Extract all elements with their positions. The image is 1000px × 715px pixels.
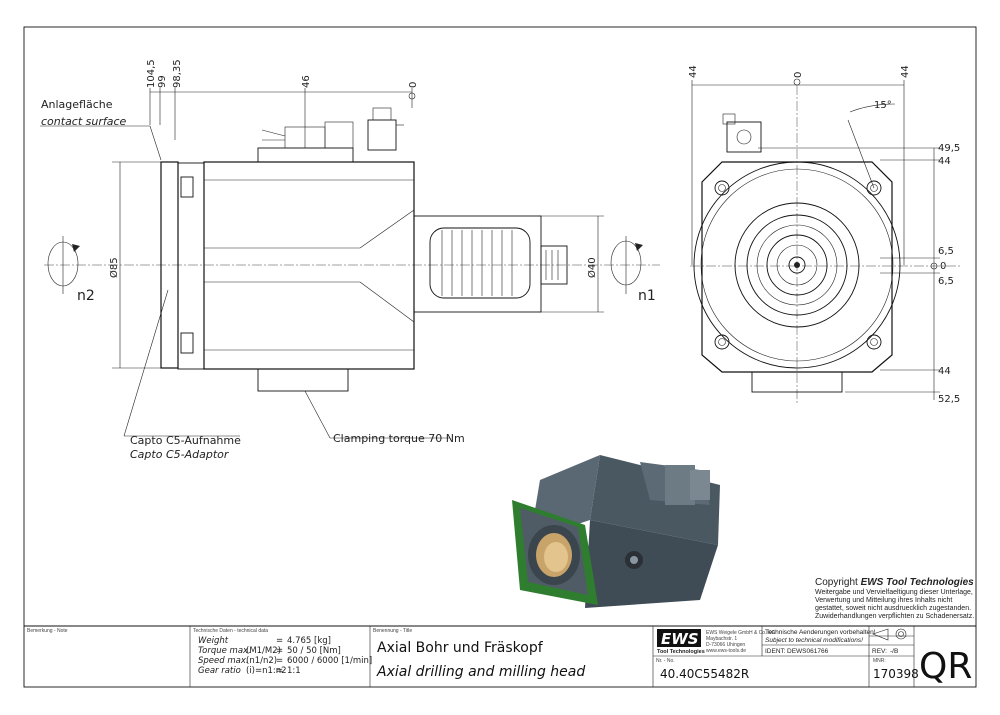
dim-front-left-44: 44 <box>688 65 699 78</box>
tech-row-value: 6000 / 6000 [1/min] <box>287 656 372 666</box>
dim-44a: 44 <box>938 156 951 167</box>
nr-value: 40.40C55482R <box>660 667 749 681</box>
tech-row-key: Gear ratio <box>198 666 241 676</box>
dim-52-5: 52,5 <box>938 394 960 405</box>
tech-row-value: 50 / 50 [Nm] <box>287 646 341 656</box>
dim-44b: 44 <box>938 366 951 377</box>
copyright-line-4: gestattet, soweit nicht ausdruecklich zu… <box>815 605 971 612</box>
company-line: D-73066 Uhingen <box>706 642 745 648</box>
side-view <box>40 88 660 439</box>
dim-front-top-0: 0 <box>793 72 804 78</box>
clamping-torque: Clamping torque 70 Nm <box>333 432 465 445</box>
company-line: www.ews-tools.de <box>706 648 746 654</box>
ews-logo: EWS <box>661 630 699 648</box>
title-en: Axial drilling and milling head <box>376 664 585 680</box>
rev-value: -/B <box>890 648 898 655</box>
dim-d85: Ø85 <box>108 257 120 278</box>
copyright-line-5: Zuwiderhandlungen verpflichten zu Schade… <box>815 613 974 620</box>
front-view <box>690 78 960 405</box>
title-label: Benennung - Title <box>373 628 412 634</box>
svg-text:=: = <box>276 646 283 656</box>
mod-de: Technische Aenderungen vorbehalten! <box>765 629 876 636</box>
nr-label: Nr. - No. <box>656 658 675 664</box>
tech-row-key: Weight <box>198 636 229 646</box>
copyright-line-3: Verwertung und Mitteilung ihres Inhalts … <box>815 597 952 604</box>
tech-row-param: (M1/M2) <box>246 646 281 656</box>
copyright-heading: Copyright EWS Tool Technologies <box>815 577 974 588</box>
tech-row-value: 4.765 [kg] <box>287 636 331 646</box>
contact-surface-en: contact surface <box>41 115 127 128</box>
adaptor-de: Capto C5-Aufnahme <box>130 434 241 447</box>
qr-mark: QR <box>919 646 972 687</box>
dim-0-side: 0 <box>408 82 419 88</box>
title-block <box>24 625 976 687</box>
company-line: Maybachstr. 1 <box>706 636 737 642</box>
svg-text:=: = <box>276 636 283 646</box>
ident-label: IDENT: <box>765 648 786 655</box>
dim-angle: 15° <box>874 100 892 111</box>
dim-99: 99 <box>157 75 168 88</box>
dim-98-35: 98,35 <box>172 59 183 88</box>
logo-sub: Tool Technologies <box>657 649 705 655</box>
dim-6-5a: 6,5 <box>938 246 954 257</box>
tech-data-table: Weight = 4.765 [kg] Torque max. (M1/M2) … <box>198 636 372 676</box>
n2-label: n2 <box>77 288 95 304</box>
mnr-value: 170398 <box>873 667 919 681</box>
dim-front-right-44: 44 <box>900 65 911 78</box>
tech-row-key: Torque max. <box>198 646 251 656</box>
dim-46: 46 <box>301 75 312 88</box>
dim-49-5: 49,5 <box>938 143 960 154</box>
dim-d40: Ø40 <box>586 257 598 278</box>
dim-6-5b: 6,5 <box>938 276 954 287</box>
mod-en: Subject to technical modifications! <box>765 637 863 644</box>
projection-symbol-icon <box>872 628 907 641</box>
adaptor-en: Capto C5-Adaptor <box>130 448 230 461</box>
svg-text:=: = <box>276 666 283 676</box>
dim-104-5: 104,5 <box>146 59 157 88</box>
contact-surface-de: Anlagefläche <box>41 98 113 111</box>
tech-row-key: Speed max. <box>198 656 249 666</box>
mnr-label: MNR: <box>873 658 886 664</box>
company-line: EWS Weigele GmbH & Co. KG <box>706 630 775 636</box>
product-render <box>512 455 720 608</box>
copyright-line-2: Weitergabe und Vervielfaeltigung dieser … <box>815 589 973 596</box>
title-de: Axial Bohr und Fräskopf <box>377 640 544 656</box>
tech-row-param: (n1/n2) <box>246 656 277 666</box>
remark-label: Bemerkung - Note <box>27 628 68 634</box>
tech-row-value: 1:1 <box>287 666 301 676</box>
ident-value: DEWS061766 <box>787 648 829 655</box>
tech-row-param: (i)=n1:n2 <box>246 666 287 676</box>
tech-data-label: Technische Daten - technical data <box>193 628 268 634</box>
drawing-frame <box>23 26 977 688</box>
dim-0-front: 0 <box>940 261 946 272</box>
ews-logo-box <box>657 629 701 647</box>
n1-label: n1 <box>638 288 656 304</box>
rev-label: REV: <box>872 648 887 655</box>
svg-text:=: = <box>276 656 283 666</box>
